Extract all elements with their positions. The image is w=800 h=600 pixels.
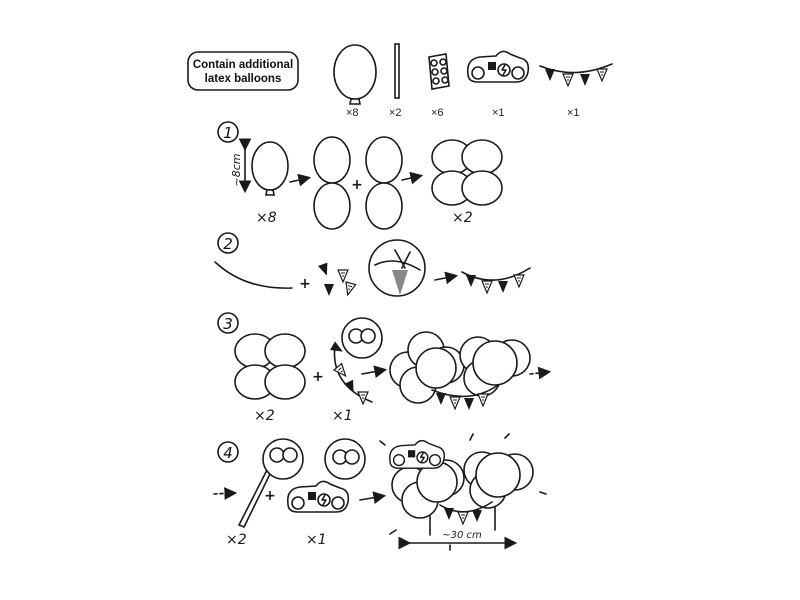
svg-text:×2: ×2 [254, 408, 275, 424]
part-balloon: ×8 [333, 44, 377, 119]
svg-text:×1: ×1 [492, 107, 505, 119]
svg-text:2: 2 [223, 235, 233, 253]
svg-text:×2: ×2 [226, 532, 247, 548]
svg-text:×8: ×8 [346, 107, 359, 119]
svg-text:1: 1 [223, 124, 233, 142]
svg-text:+: + [351, 177, 363, 193]
part-car-topper: ×1 [466, 50, 530, 119]
svg-text:Contain additional: Contain additional [193, 59, 293, 71]
svg-text:3: 3 [223, 315, 233, 333]
part-stick: ×2 [389, 43, 402, 119]
step-3: 3 ×2 + ×1 [217, 312, 552, 424]
svg-text:~8cm: ~8cm [230, 154, 243, 187]
step-2: 2 + [214, 232, 531, 297]
step-4: 4 ×2 + ×1 ~30 cm [213, 433, 547, 551]
svg-text:×1: ×1 [306, 532, 327, 548]
svg-text:+: + [312, 369, 324, 385]
svg-text:+: + [264, 488, 276, 504]
step-1: 1 ~8cm ×8 + ×2 [217, 121, 503, 230]
note-box: Contain additional latex balloons [187, 51, 299, 91]
svg-text:×6: ×6 [431, 107, 444, 119]
svg-text:×8: ×8 [256, 210, 277, 226]
svg-text:latex balloons: latex balloons [205, 73, 282, 85]
svg-text:×2: ×2 [389, 107, 402, 119]
part-bunting: ×1 [539, 63, 613, 119]
svg-text:×1: ×1 [332, 408, 353, 424]
svg-text:~30 cm: ~30 cm [442, 530, 482, 541]
part-glue-dots: ×6 [428, 53, 450, 119]
svg-text:4: 4 [223, 444, 233, 462]
svg-text:×2: ×2 [452, 210, 473, 226]
svg-text:×1: ×1 [567, 107, 580, 119]
svg-text:+: + [299, 276, 311, 292]
